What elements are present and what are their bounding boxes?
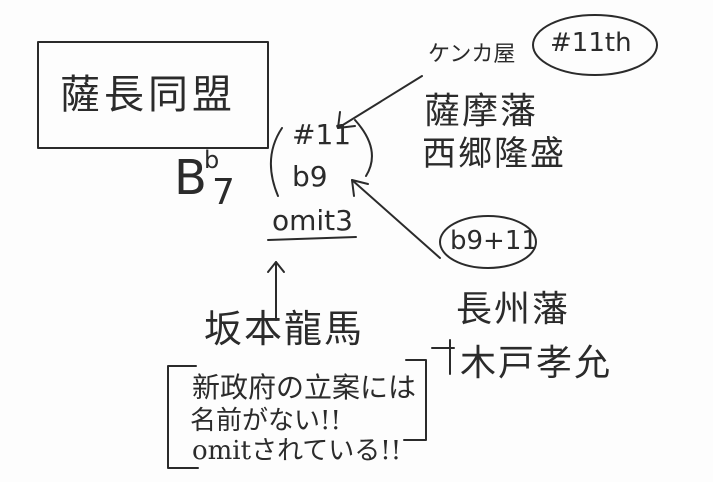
- satsuma-tag: #11th: [550, 28, 632, 58]
- memo-line-1: 新政府の立案には: [192, 371, 417, 404]
- memo-line-2: 名前がない!!: [190, 406, 341, 436]
- choshu-arrow: [351, 179, 441, 259]
- tension-sharp11: #11: [292, 118, 352, 151]
- mediator-name: 坂本龍馬: [204, 307, 365, 351]
- chord-seventh: 7: [212, 172, 235, 213]
- tension-flat9: b9: [292, 160, 328, 193]
- choshu-tag: b9+11: [450, 226, 538, 256]
- right-paren: [354, 119, 373, 177]
- satsuma-domain: 薩摩藩: [424, 91, 539, 132]
- left-paren: [269, 127, 283, 197]
- satsuma-note: ケンカ屋: [428, 42, 516, 67]
- chord-flat: b: [204, 146, 220, 174]
- chord-root: B: [174, 150, 207, 206]
- choshu-domain: 長州藩: [456, 289, 571, 330]
- satsuma-person: 西郷隆盛: [422, 134, 566, 174]
- tension-omit3: omit3: [272, 204, 353, 237]
- choshu-person: 木戸孝允: [460, 343, 613, 384]
- omit-underline: [267, 236, 357, 241]
- page-title: 薩長同盟: [60, 72, 236, 118]
- memo-line-3: omitされている!!: [192, 436, 402, 466]
